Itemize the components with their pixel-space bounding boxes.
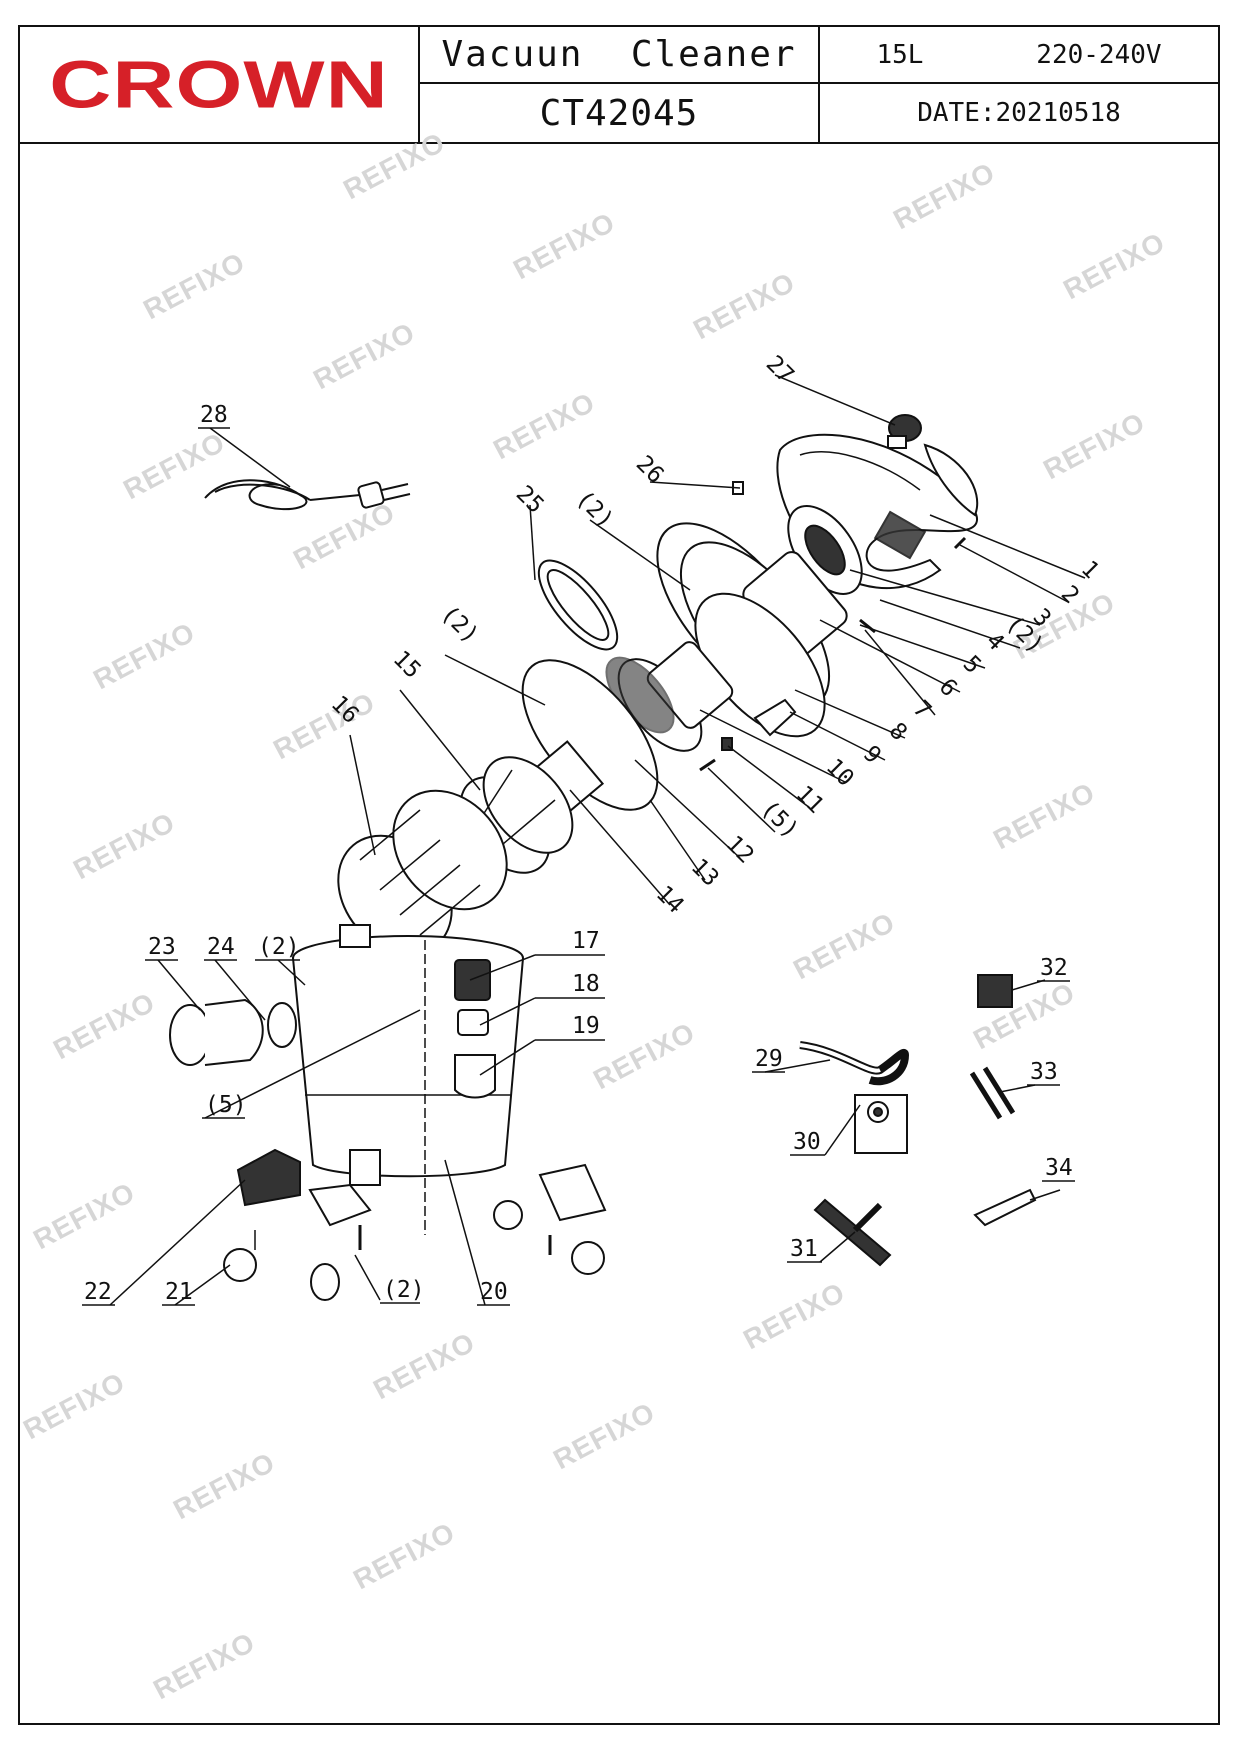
part-label-28: 28 xyxy=(200,402,228,428)
cap-part xyxy=(753,698,797,737)
part-label-5b: (5) xyxy=(205,1092,247,1118)
part-label-29: 29 xyxy=(755,1046,783,1072)
title-block: CROWN Vacuun Cleaner CT42045 15L 220-240… xyxy=(20,27,1218,144)
leader-lines xyxy=(109,374,1086,1306)
watermark: REFIXO xyxy=(308,316,420,395)
screw-part xyxy=(953,536,967,550)
watermark: REFIXO xyxy=(288,496,400,575)
capacity: 15L xyxy=(876,39,924,70)
part-label-17: 17 xyxy=(572,928,600,954)
part-label-2a: (2) xyxy=(571,486,619,534)
part-label-2d: (2) xyxy=(258,934,300,960)
cartridge-filter-part xyxy=(337,789,508,956)
watermark: REFIXO xyxy=(348,1516,460,1595)
part-label-14: 14 xyxy=(651,881,689,919)
product-name-cell: Vacuun Cleaner xyxy=(420,27,820,84)
part-label-2b: (2) xyxy=(436,601,484,649)
part-label-5: 5 xyxy=(958,651,986,679)
watermark: REFIXO xyxy=(888,156,1000,235)
sponge-filter-part xyxy=(977,974,1013,1008)
part-label-30: 30 xyxy=(793,1129,821,1155)
part-label-20: 20 xyxy=(480,1279,508,1305)
caster-parts xyxy=(223,1148,607,1301)
spec-cell: 15L 220-240V xyxy=(820,27,1218,84)
drawing-sheet: CROWN Vacuun Cleaner CT42045 15L 220-240… xyxy=(18,25,1220,1725)
part-label-18: 18 xyxy=(572,971,600,997)
watermark: REFIXO xyxy=(88,616,200,695)
brand-logo-cell: CROWN xyxy=(20,27,420,142)
date-cell: DATE:20210518 xyxy=(820,84,1218,142)
product-name: Vacuun Cleaner xyxy=(441,34,797,75)
motor-housing-part xyxy=(656,522,876,738)
seal-ring-part xyxy=(537,559,619,651)
watermark: REFIXO xyxy=(168,1446,280,1525)
watermark: REFIXO xyxy=(688,266,800,345)
watermark: REFIXO xyxy=(1038,406,1150,485)
part-label-8: 8 xyxy=(884,718,912,746)
part-label-23: 23 xyxy=(148,934,176,960)
watermark: REFIXO xyxy=(338,126,450,205)
part-label-6: 6 xyxy=(934,674,962,702)
floor-nozzle-part xyxy=(813,1198,892,1267)
watermark: REFIXO xyxy=(508,206,620,285)
part-label-12: 12 xyxy=(721,831,759,869)
watermark: REFIXO xyxy=(18,1366,130,1445)
part-label-24: 24 xyxy=(207,934,235,960)
watermark: REFIXO xyxy=(738,1276,850,1355)
power-cord-part xyxy=(204,479,411,511)
watermark: REFIXO xyxy=(1058,226,1170,305)
part-label-19: 19 xyxy=(572,1013,600,1039)
part-label-22: 22 xyxy=(84,1279,112,1305)
watermark: REFIXO xyxy=(368,1326,480,1405)
watermark-layer: REFIXO REFIXO REFIXO REFIXO REFIXO REFIX… xyxy=(18,126,1170,1705)
watermark: REFIXO xyxy=(148,1626,260,1705)
motor-screws-part xyxy=(699,737,733,772)
watermark: REFIXO xyxy=(268,686,380,765)
model-number: CT42045 xyxy=(539,92,699,134)
inlet-flap-part xyxy=(267,1002,297,1048)
part-label-9: 9 xyxy=(858,741,886,769)
part-label-33: 33 xyxy=(1030,1059,1058,1085)
watermark: REFIXO xyxy=(788,906,900,985)
watermark: REFIXO xyxy=(68,806,180,885)
part-label-10: 10 xyxy=(821,754,859,792)
part-label-11: 11 xyxy=(791,781,829,819)
part-label-31: 31 xyxy=(790,1236,818,1262)
watermark: REFIXO xyxy=(138,246,250,325)
part-label-21: 21 xyxy=(165,1279,193,1305)
model-cell: CT42045 xyxy=(420,84,820,142)
watermark: REFIXO xyxy=(988,776,1100,855)
motor-part xyxy=(605,641,734,752)
watermark: REFIXO xyxy=(548,1396,660,1475)
voltage: 220-240V xyxy=(1036,39,1162,70)
part-label-34: 34 xyxy=(1045,1155,1073,1181)
hose-part xyxy=(799,1041,910,1086)
part-label-2e: (2) xyxy=(383,1277,425,1303)
dust-bag-part xyxy=(854,1094,908,1154)
knob-part xyxy=(887,414,922,449)
crevice-tool-part xyxy=(973,1188,1037,1227)
drawing-date: DATE:20210518 xyxy=(917,98,1121,128)
brand-logo: CROWN xyxy=(49,47,389,122)
watermark: REFIXO xyxy=(28,1176,140,1255)
inlet-part xyxy=(169,998,264,1066)
watermark: REFIXO xyxy=(48,986,160,1065)
extension-tubes-part xyxy=(969,1066,1016,1120)
part-label-1: 1 xyxy=(1076,556,1104,584)
watermark: REFIXO xyxy=(488,386,600,465)
watermark: REFIXO xyxy=(118,426,230,505)
part-label-4: 4 xyxy=(981,628,1009,656)
part-label-32: 32 xyxy=(1040,955,1068,981)
part-label-25: 25 xyxy=(511,481,549,519)
watermark: REFIXO xyxy=(588,1016,700,1095)
part-label-15: 15 xyxy=(388,646,426,684)
latch-assembly-part xyxy=(454,959,496,1099)
